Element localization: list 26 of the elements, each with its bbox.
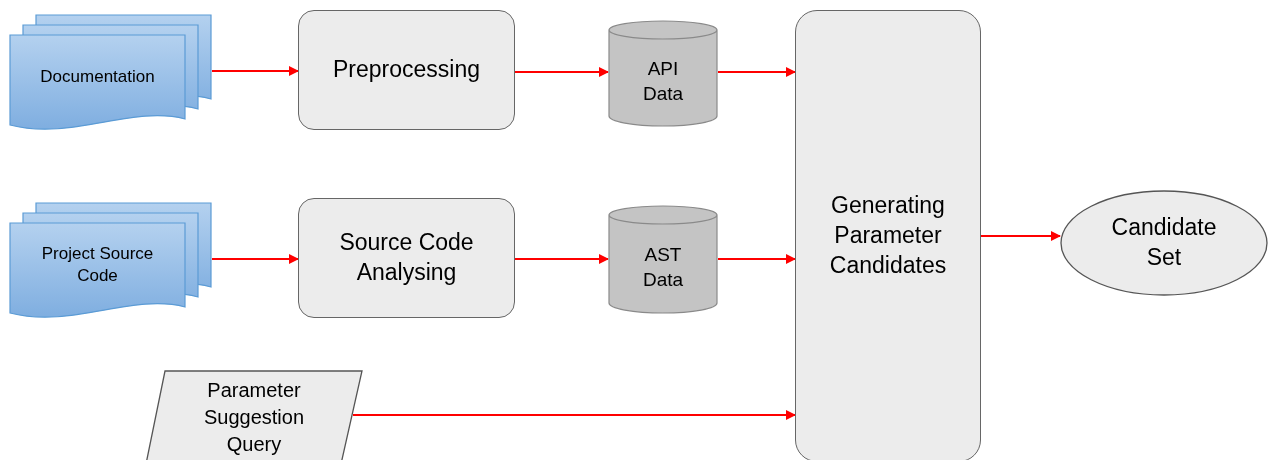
node-label: Parameter Suggestion Query: [202, 378, 306, 457]
node-label: AST Data: [641, 243, 685, 292]
process-box: [298, 10, 515, 130]
node-label: Documentation: [39, 65, 156, 88]
terminal-ellipse: [1060, 190, 1268, 296]
arrow: [514, 67, 609, 77]
arrow: [980, 231, 1061, 241]
node-label: Candidate Set: [1110, 213, 1218, 272]
process-box: [298, 198, 515, 318]
arrow: [352, 410, 796, 420]
database-cylinder: [608, 205, 718, 313]
node-label: API Data: [641, 57, 685, 106]
input-parallelogram: [145, 370, 363, 460]
node-label: Generating Parameter Candidates: [828, 191, 948, 280]
database-cylinder: [608, 20, 718, 126]
arrow: [717, 67, 796, 77]
arrow: [514, 254, 609, 264]
arrow: [211, 66, 299, 76]
arrow: [717, 254, 796, 264]
node-label: Preprocessing: [332, 55, 481, 85]
multi-document-shape: [10, 203, 212, 315]
process-box: [795, 10, 981, 460]
multi-document-shape: [10, 15, 212, 127]
node-label: Source Code Analysing: [338, 228, 475, 287]
arrow: [211, 254, 299, 264]
node-label: Project Source Code: [40, 242, 155, 287]
